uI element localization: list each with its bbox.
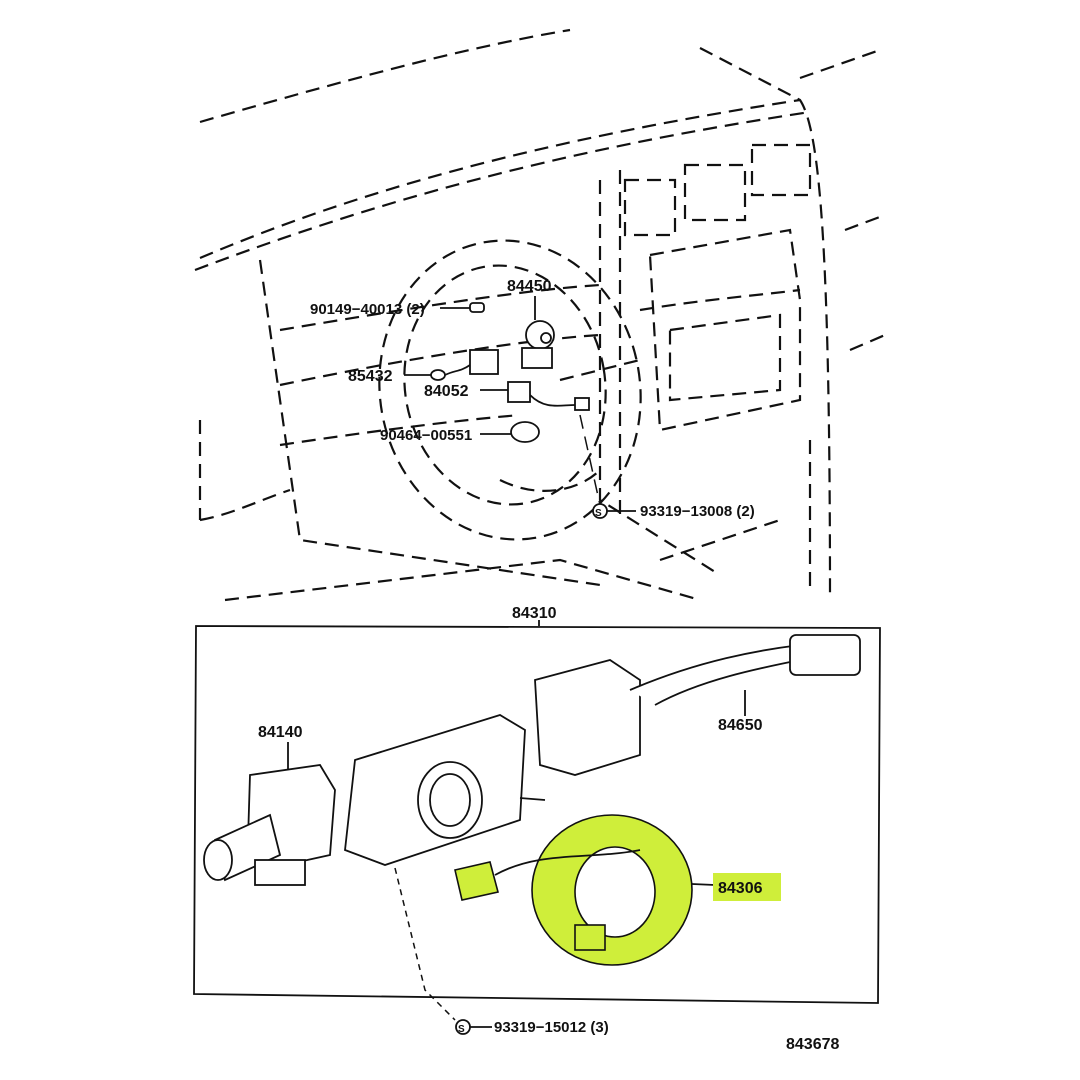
figure-number: 843678	[786, 1036, 839, 1053]
screw-symbol: S	[458, 1024, 465, 1035]
label-85432: 85432	[348, 368, 393, 385]
part-84450-switch	[521, 296, 555, 369]
part-84650-wiper-switch	[534, 634, 861, 776]
dashboard-outline	[194, 28, 886, 602]
label-90464-00551: 90464−00551	[380, 427, 472, 444]
label-84306: 84306	[718, 880, 763, 897]
part-switch-bracket	[344, 714, 546, 866]
center-console	[623, 143, 812, 432]
part-90464-clamp	[480, 421, 540, 443]
part-90149-bolt	[440, 302, 485, 313]
label-84310: 84310	[512, 605, 557, 622]
steering-wheel	[378, 239, 642, 541]
part-84140-light-switch	[203, 742, 336, 886]
label-84052: 84052	[424, 383, 469, 400]
part-85432-connector	[404, 349, 499, 381]
label-93319-15012: 93319−15012 (3)	[494, 1019, 609, 1036]
label-highlight	[713, 873, 781, 901]
screw-93319-13008: S	[592, 503, 636, 519]
label-93319-13008: 93319−13008 (2)	[640, 503, 755, 520]
screw-93319-15012: S	[394, 867, 492, 1035]
part-84306-spiral-cable	[454, 814, 781, 966]
label-84450: 84450	[507, 278, 552, 295]
part-84052-harness	[480, 381, 601, 506]
screw-symbol: S	[595, 508, 602, 519]
label-84140: 84140	[258, 724, 303, 741]
assembly-84310-box	[193, 625, 881, 1004]
label-90149-40013: 90149−40013 (2)	[310, 301, 425, 318]
label-84650: 84650	[718, 717, 763, 734]
